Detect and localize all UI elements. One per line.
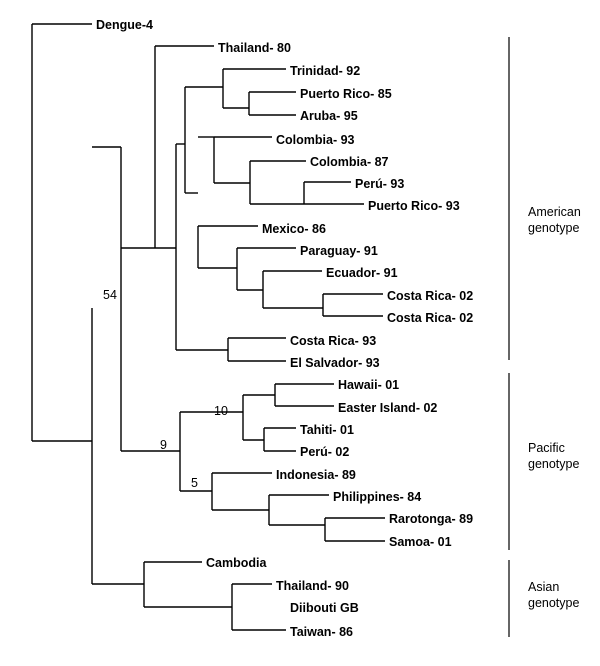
leaf-labels: Dengue-4 Thailand- 80 Trinidad- 92 Puert… [96, 18, 473, 639]
tree-branches [31, 23, 385, 631]
pacific-genotype-label: Pacific genotype [528, 441, 579, 471]
leaf-puerto-rico-93: Puerto Rico- 93 [368, 199, 460, 213]
leaf-paraguay-91: Paraguay- 91 [300, 244, 378, 258]
leaf-hawaii-01: Hawaii- 01 [338, 378, 399, 392]
leaf-taiwan-86: Taiwan- 86 [290, 625, 353, 639]
leaf-dengue-4: Dengue-4 [96, 18, 153, 32]
leaf-cambodia: Cambodia [206, 556, 267, 570]
leaf-colombia-93: Colombia- 93 [276, 133, 355, 147]
leaf-ecuador-91: Ecuador- 91 [326, 266, 398, 280]
american-genotype-line-1: American [528, 205, 581, 219]
leaf-djibouti-gb: Diibouti GB [290, 601, 359, 615]
leaf-aruba-95: Aruba- 95 [300, 109, 358, 123]
leaf-costa-rica-02-b: Costa Rica- 02 [387, 311, 473, 325]
asian-genotype-line-1: Asian [528, 580, 559, 594]
pacific-genotype-line-1: Pacific [528, 441, 565, 455]
leaf-indonesia-89: Indonesia- 89 [276, 468, 356, 482]
genotype-brackets: American genotype Pacific genotype Asian… [508, 37, 584, 637]
asian-genotype-label: Asian genotype [528, 580, 579, 610]
american-genotype-label: American genotype [528, 205, 584, 235]
leaf-trinidad-92: Trinidad- 92 [290, 64, 360, 78]
support-value-10: 10 [214, 404, 228, 418]
leaf-thailand-90: Thailand- 90 [276, 579, 349, 593]
support-values: 54 10 9 5 [103, 288, 228, 490]
leaf-costa-rica-93: Costa Rica- 93 [290, 334, 376, 348]
leaf-puerto-rico-85: Puerto Rico- 85 [300, 87, 392, 101]
support-value-5: 5 [191, 476, 198, 490]
pacific-genotype-line-2: genotype [528, 457, 579, 471]
leaf-rarotonga-89: Rarotonga- 89 [389, 512, 473, 526]
leaf-peru-02: Perú- 02 [300, 445, 349, 459]
asian-genotype-line-2: genotype [528, 596, 579, 610]
support-value-54: 54 [103, 288, 117, 302]
leaf-samoa-01: Samoa- 01 [389, 535, 452, 549]
leaf-costa-rica-02-a: Costa Rica- 02 [387, 289, 473, 303]
leaf-el-salvador-93: El Salvador- 93 [290, 356, 380, 370]
american-genotype-line-2: genotype [528, 221, 579, 235]
leaf-mexico-86: Mexico- 86 [262, 222, 326, 236]
support-value-9: 9 [160, 438, 167, 452]
leaf-tahiti-01: Tahiti- 01 [300, 423, 354, 437]
leaf-thailand-80: Thailand- 80 [218, 41, 291, 55]
leaf-easter-island-02: Easter Island- 02 [338, 401, 437, 415]
leaf-peru-93: Perú- 93 [355, 177, 404, 191]
leaf-philippines-84: Philippines- 84 [333, 490, 421, 504]
leaf-colombia-87: Colombia- 87 [310, 155, 389, 169]
